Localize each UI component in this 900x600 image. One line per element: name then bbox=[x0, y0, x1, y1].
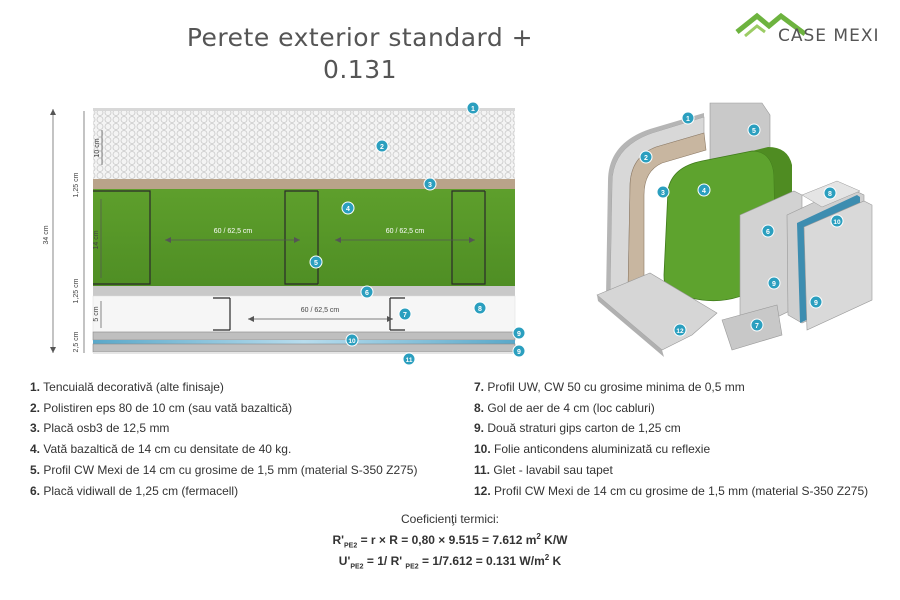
legend-left: 1. Tencuială decorativă (alte finisaje) … bbox=[30, 377, 417, 501]
svg-text:11: 11 bbox=[406, 357, 413, 364]
gips-layer-2 bbox=[92, 343, 516, 353]
dim-gips: 2,5 cm bbox=[73, 331, 80, 352]
dim-osb: 1,25 cm bbox=[73, 172, 80, 197]
render-layer bbox=[93, 108, 515, 111]
wool-layer bbox=[93, 189, 515, 286]
osb-wrap bbox=[627, 132, 707, 292]
legend-right: 7. Profil UW, CW 50 cu grosime minima de… bbox=[474, 377, 868, 501]
legend-item-7: 7. Profil UW, CW 50 cu grosime minima de… bbox=[474, 380, 745, 394]
wall-cross-section: 34 cm 10 cm 1,25 cm 14 cm 1,25 cm 5 cm 2… bbox=[43, 101, 526, 366]
dim-wool: 14 cm bbox=[93, 230, 100, 249]
iso-marker-4: 4 bbox=[697, 183, 711, 197]
spacing-left: 60 / 62,5 cm bbox=[214, 228, 253, 235]
svg-text:4: 4 bbox=[346, 206, 350, 213]
marker-5: 5 bbox=[309, 255, 323, 269]
marker-9a: 9 bbox=[512, 326, 526, 340]
formula-u: U'PE2 = 1/ R' PE2 = 1/7.612 = 0.131 W/m2… bbox=[338, 553, 562, 571]
glet-layer bbox=[93, 352, 515, 354]
marker-4: 4 bbox=[341, 201, 355, 215]
marker-6: 6 bbox=[360, 285, 374, 299]
osb-layer bbox=[93, 179, 515, 189]
svg-text:7: 7 bbox=[755, 323, 759, 330]
legend-item-8: 8. Gol de aer de 4 cm (loc cabluri) bbox=[474, 400, 655, 415]
svg-text:8: 8 bbox=[828, 191, 832, 198]
house-logo-icon bbox=[735, 12, 807, 38]
dim-air: 5 cm bbox=[93, 306, 100, 321]
foil-layer bbox=[93, 340, 515, 344]
iso-marker-5: 5 bbox=[747, 123, 761, 137]
legend-item-4: 4. Vată bazaltică de 14 cm cu densitate … bbox=[30, 442, 292, 457]
marker-11: 11 bbox=[402, 352, 416, 366]
legend-item-6: 6. Placă vidiwall de 1,25 cm (fermacell) bbox=[30, 483, 239, 498]
svg-text:12: 12 bbox=[676, 328, 684, 335]
spacing-right: 60 / 62,5 cm bbox=[386, 228, 425, 235]
svg-text:6: 6 bbox=[365, 290, 369, 297]
iso-marker-9a: 9 bbox=[767, 276, 781, 290]
dim-eps: 10 cm bbox=[94, 138, 101, 157]
svg-text:7: 7 bbox=[403, 312, 407, 319]
svg-text:2: 2 bbox=[644, 155, 648, 162]
formula-r: R'PE2 = r × R = 0,80 × 9.515 = 7.612 m2 … bbox=[332, 532, 568, 550]
iso-marker-1: 1 bbox=[681, 111, 695, 125]
spacing-air: 60 / 62,5 cm bbox=[301, 307, 340, 314]
iso-marker-6: 6 bbox=[761, 224, 775, 238]
iso-markers: 1 5 2 3 4 8 10 6 9 9 12 7 bbox=[639, 111, 844, 337]
legend-item-2: 2. Polistiren eps 80 de 10 cm (sau vată … bbox=[30, 400, 293, 415]
svg-text:5: 5 bbox=[314, 260, 318, 267]
iso-marker-10: 10 bbox=[830, 214, 844, 228]
gips-layer-1 bbox=[92, 331, 516, 341]
svg-text:6: 6 bbox=[766, 229, 770, 236]
svg-text:2: 2 bbox=[380, 144, 384, 151]
wall-isometric-illustration: 1 5 2 3 4 8 10 6 9 9 12 7 bbox=[596, 102, 873, 357]
legend-item-5: 5. Profil CW Mexi de 14 cm cu grosime de… bbox=[30, 462, 418, 477]
svg-text:1: 1 bbox=[686, 116, 690, 123]
svg-text:5: 5 bbox=[752, 128, 756, 135]
page-title: Perete exterior standard + 0.131 bbox=[186, 23, 534, 84]
marker-7: 7 bbox=[398, 307, 412, 321]
iso-marker-9b: 9 bbox=[809, 295, 823, 309]
svg-text:9: 9 bbox=[772, 281, 776, 288]
svg-text:9: 9 bbox=[517, 349, 521, 356]
svg-text:9: 9 bbox=[814, 300, 818, 307]
marker-10: 10 bbox=[345, 333, 359, 347]
legend-item-1: 1. Tencuială decorativă (alte finisaje) bbox=[30, 380, 224, 394]
marker-8: 8 bbox=[473, 301, 487, 315]
section-markers: 1 2 3 4 5 6 7 8 9 10 9 11 bbox=[309, 101, 526, 366]
vidiwall-layer bbox=[93, 286, 515, 296]
svg-text:1: 1 bbox=[471, 106, 475, 113]
svg-text:9: 9 bbox=[517, 331, 521, 338]
thermal-coefficients: Coeficienţi termici: R'PE2 = r × R = 0,8… bbox=[250, 512, 650, 571]
svg-text:10: 10 bbox=[833, 219, 841, 226]
svg-text:3: 3 bbox=[428, 182, 432, 189]
iso-marker-8: 8 bbox=[823, 186, 837, 200]
svg-text:4: 4 bbox=[702, 188, 706, 195]
cw50-studs bbox=[213, 297, 405, 331]
marker-1: 1 bbox=[466, 101, 480, 115]
coefficients-title: Coeficienţi termici: bbox=[400, 512, 500, 526]
dim-total: 34 cm bbox=[43, 225, 50, 244]
iso-marker-7: 7 bbox=[750, 318, 764, 332]
iso-marker-12: 12 bbox=[673, 323, 687, 337]
svg-text:10: 10 bbox=[348, 338, 356, 345]
eps-layer bbox=[93, 111, 515, 179]
legend-item-11: 11. Glet - lavabil sau tapet bbox=[474, 462, 613, 477]
marker-9b: 9 bbox=[512, 344, 526, 358]
cw-studs bbox=[93, 190, 486, 285]
legend-item-9: 9. Două straturi gips carton de 1,25 cm bbox=[474, 421, 681, 436]
legend-item-10: 10. Folie anticondens aluminizată cu ref… bbox=[474, 442, 711, 457]
dim-vidiwall: 1,25 cm bbox=[73, 278, 80, 303]
logo-text: CASE MEXI bbox=[778, 26, 880, 46]
uw-bottom bbox=[596, 272, 718, 351]
legend-item-3: 3. Placă osb3 de 12,5 mm bbox=[30, 421, 170, 436]
marker-2: 2 bbox=[375, 139, 389, 153]
marker-3: 3 bbox=[423, 177, 437, 191]
svg-text:8: 8 bbox=[478, 306, 482, 313]
iso-marker-3: 3 bbox=[656, 185, 670, 199]
legend-item-12: 12. Profil CW Mexi de 14 cm cu grosime d… bbox=[474, 483, 869, 498]
svg-text:3: 3 bbox=[661, 190, 665, 197]
gips-right-outer bbox=[803, 200, 873, 331]
air-gap-layer bbox=[92, 295, 516, 333]
iso-marker-2: 2 bbox=[639, 150, 653, 164]
case-mexi-logo bbox=[735, 12, 807, 38]
